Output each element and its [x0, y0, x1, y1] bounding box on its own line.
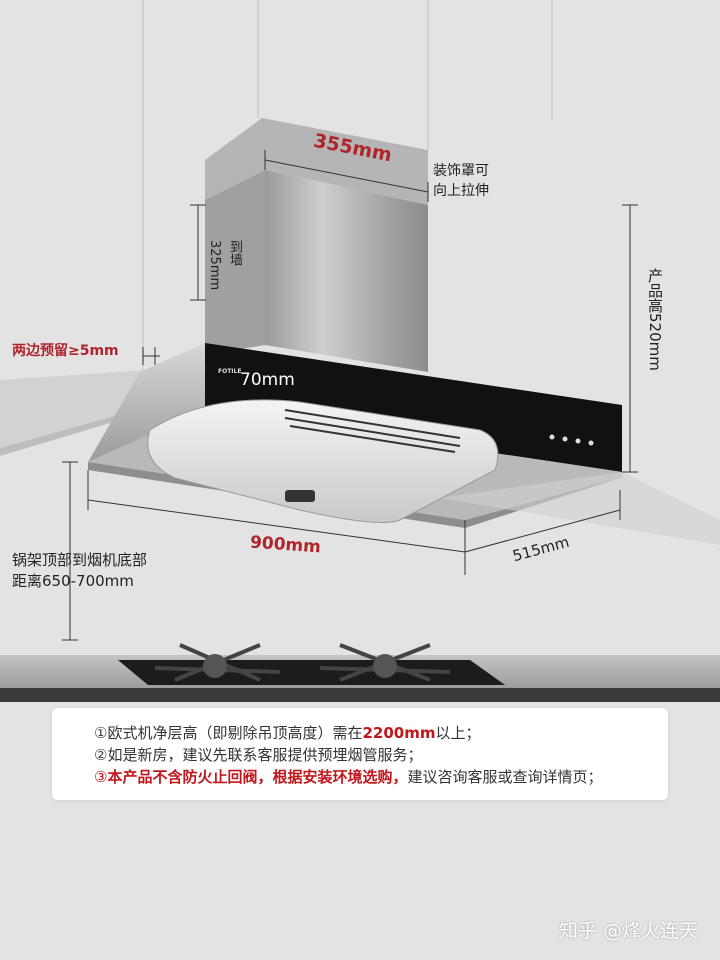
side-clearance-label: 两边预留≥5mm [12, 343, 119, 359]
note-1: ①欧式机净层高（即剔除吊顶高度）需在2200mm以上； [94, 722, 481, 743]
chimney-cover [205, 118, 428, 205]
brand-logo: FOTILE [218, 368, 242, 375]
note-1-suffix: 以上； [435, 724, 481, 742]
note-3-warning: 本产品不含防火止回阀， [107, 768, 273, 786]
oil-cup [285, 490, 315, 502]
note-3-suffix: 建议咨询客服或查询详情页； [407, 768, 603, 786]
note-2-text: 如是新房，建议先联系客服提供预埋烟管服务； [107, 746, 423, 764]
cover-note-line1: 装饰罩可 [433, 163, 489, 179]
product-height-label: 产品高520mm [646, 268, 664, 371]
note-3: ③本产品不含防火止回阀，根据安装环境选购，建议咨询客服或查询详情页； [94, 766, 603, 787]
note-2: ②如是新房，建议先联系客服提供预埋烟管服务； [94, 744, 422, 765]
notes-box: ①欧式机净层高（即剔除吊顶高度）需在2200mm以上； ②如是新房，建议先联系客… [52, 708, 668, 800]
hood-canopy [88, 343, 205, 462]
control-panel [205, 343, 622, 472]
control-buttons [549, 434, 594, 446]
note-1-highlight: 2200mm [362, 724, 436, 742]
to-wall-value: 325mm [207, 240, 222, 291]
cover-note-line2: 向上拉伸 [433, 183, 489, 199]
watermark: 知乎 @烽火连天 [558, 920, 698, 942]
vent-slots [284, 409, 461, 453]
note-3-number: ③ [94, 768, 108, 786]
panel-height-label: 70mm [240, 370, 295, 390]
note-1-number: ① [94, 724, 108, 742]
note-1-text: 欧式机净层高（即剔除吊顶高度）需在 [107, 724, 363, 742]
pot-distance-line2: 距离650-700mm [12, 572, 134, 590]
chimney-body [265, 170, 428, 372]
pot-distance-line1: 锅架顶部到烟机底部 [12, 551, 148, 569]
note-2-number: ② [94, 746, 108, 764]
to-wall-label: 到墙 [227, 240, 242, 266]
note-3-advice: 根据安装环境选购， [272, 768, 408, 786]
